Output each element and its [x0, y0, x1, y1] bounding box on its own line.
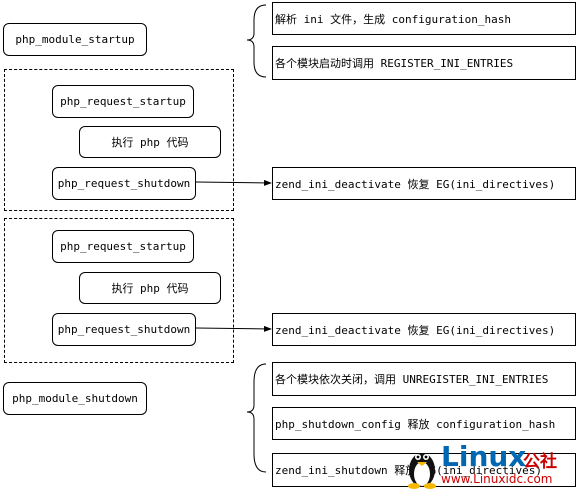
node-request-shutdown-1-label: php_request_shutdown [57, 177, 191, 190]
note-free-config-hash-text: php_shutdown_config 释放 configuration_has… [275, 417, 556, 431]
request-cycle-group-2 [4, 218, 234, 363]
note-register-entries-text: 各个模块启动时调用 REGISTER_INI_ENTRIES [275, 57, 514, 70]
note-unregister-entries: 各个模块依次关闭，调用 UNREGISTER_INI_ENTRIES [272, 362, 576, 396]
note-deactivate-1-text: zend_ini_deactivate 恢复 EG(ini_directives… [275, 177, 556, 191]
note-unregister-entries-text: 各个模块依次关闭，调用 UNREGISTER_INI_ENTRIES [275, 373, 549, 386]
request-cycle-group-1 [4, 69, 234, 211]
node-request-startup-1: php_request_startup [52, 85, 194, 118]
note-ini-shutdown-text: zend_ini_shutdown 释放 EG(ini_directives) [275, 464, 543, 477]
watermark-brand-cn: 公社 [523, 452, 557, 472]
node-exec-php-2-label: 执行 php 代码 [111, 282, 189, 295]
node-exec-php-2: 执行 php 代码 [79, 272, 221, 304]
node-request-shutdown-2: php_request_shutdown [52, 313, 196, 346]
note-parse-ini-text: 解析 ini 文件，生成 configuration_hash [275, 12, 511, 26]
watermark-brand: Linux [441, 440, 527, 473]
node-request-startup-2: php_request_startup [52, 230, 194, 263]
node-module-startup: php_module_startup [3, 23, 147, 56]
bottom-brace [246, 363, 267, 473]
node-exec-php-1-label: 执行 php 代码 [111, 136, 189, 149]
node-request-shutdown-1: php_request_shutdown [52, 167, 196, 200]
note-register-entries: 各个模块启动时调用 REGISTER_INI_ENTRIES [272, 46, 576, 80]
node-request-startup-1-label: php_request_startup [60, 95, 186, 108]
node-exec-php-1: 执行 php 代码 [79, 126, 221, 158]
node-module-shutdown: php_module_shutdown [3, 382, 147, 415]
note-deactivate-2: zend_ini_deactivate 恢复 EG(ini_directives… [272, 313, 576, 346]
note-free-config-hash: php_shutdown_config 释放 configuration_has… [272, 407, 576, 440]
node-module-shutdown-label: php_module_shutdown [12, 392, 138, 405]
node-module-startup-label: php_module_startup [15, 33, 135, 46]
watermark: Linux 公社 www.Linuxidc.com [405, 440, 577, 489]
node-request-shutdown-2-label: php_request_shutdown [57, 323, 191, 336]
note-parse-ini: 解析 ini 文件，生成 configuration_hash [272, 2, 576, 35]
note-deactivate-1: zend_ini_deactivate 恢复 EG(ini_directives… [272, 167, 576, 200]
note-deactivate-2-text: zend_ini_deactivate 恢复 EG(ini_directives… [275, 323, 556, 337]
watermark-url: www.Linuxidc.com [441, 472, 553, 486]
top-brace [246, 4, 267, 78]
node-request-startup-2-label: php_request_startup [60, 240, 186, 253]
tux-penguin-icon [408, 453, 436, 489]
